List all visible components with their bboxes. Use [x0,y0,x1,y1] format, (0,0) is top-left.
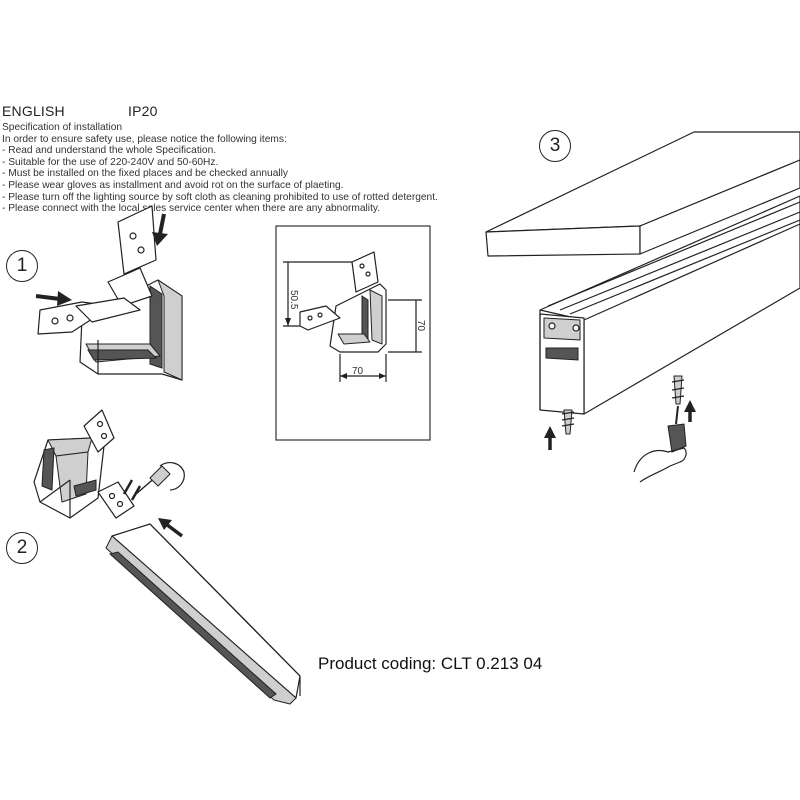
dimension-lines [283,261,422,382]
spec-line: - Must be installed on the fixed places … [2,168,288,180]
spec-line: - Please wear gloves as installment and … [2,179,344,191]
track-profile [539,195,800,415]
corner-outline [299,251,387,353]
spec-line: - Suitable for the use of 220-240V and 5… [2,156,219,168]
hand-icon [159,462,185,491]
step-number-3: 3 [539,130,571,162]
connector-plate [83,409,135,519]
screw-icon [122,479,142,501]
dimension-width-bottom: 70 [352,366,364,377]
step-number-2: 2 [6,532,38,564]
spec-title: Specification of installation [2,122,123,133]
spec-line: - Please connect with the local sales se… [2,203,381,215]
ip-rating: IP20 [128,103,158,119]
product-coding: Product coding: CLT 0.213 04 [318,654,543,673]
screwdriver-icon [667,405,687,453]
arrow-icon [35,291,72,306]
language-label: ENGLISH [2,103,65,119]
screw-icon [561,409,575,435]
corner-profile [79,279,183,381]
hand-icon [633,447,687,483]
corner-profile-step2 [33,437,105,519]
connector-plate-vertical [107,205,157,307]
arrow-icon [544,426,556,450]
ceiling-board [485,131,800,257]
cover-strip [105,523,301,705]
arrow-icon [152,213,168,246]
screw-icon [671,375,685,405]
dimension-height-side: 70 [415,320,426,332]
specification-block: Specification of installation In order t… [2,122,438,215]
drawing-frame [275,225,431,441]
connector-plate-horizontal [37,297,141,335]
arrow-icon [158,518,184,538]
screwdriver-icon [135,465,171,495]
step-number-1: 1 [6,250,38,282]
dimension-height-top: 50.5 [288,290,299,310]
spec-line: - Read and understand the whole Specific… [2,145,217,157]
arrow-icon [684,400,696,422]
spec-line: In order to ensure safety use, please no… [2,133,287,145]
spec-line: - Please turn off the lighting source by… [2,191,438,203]
